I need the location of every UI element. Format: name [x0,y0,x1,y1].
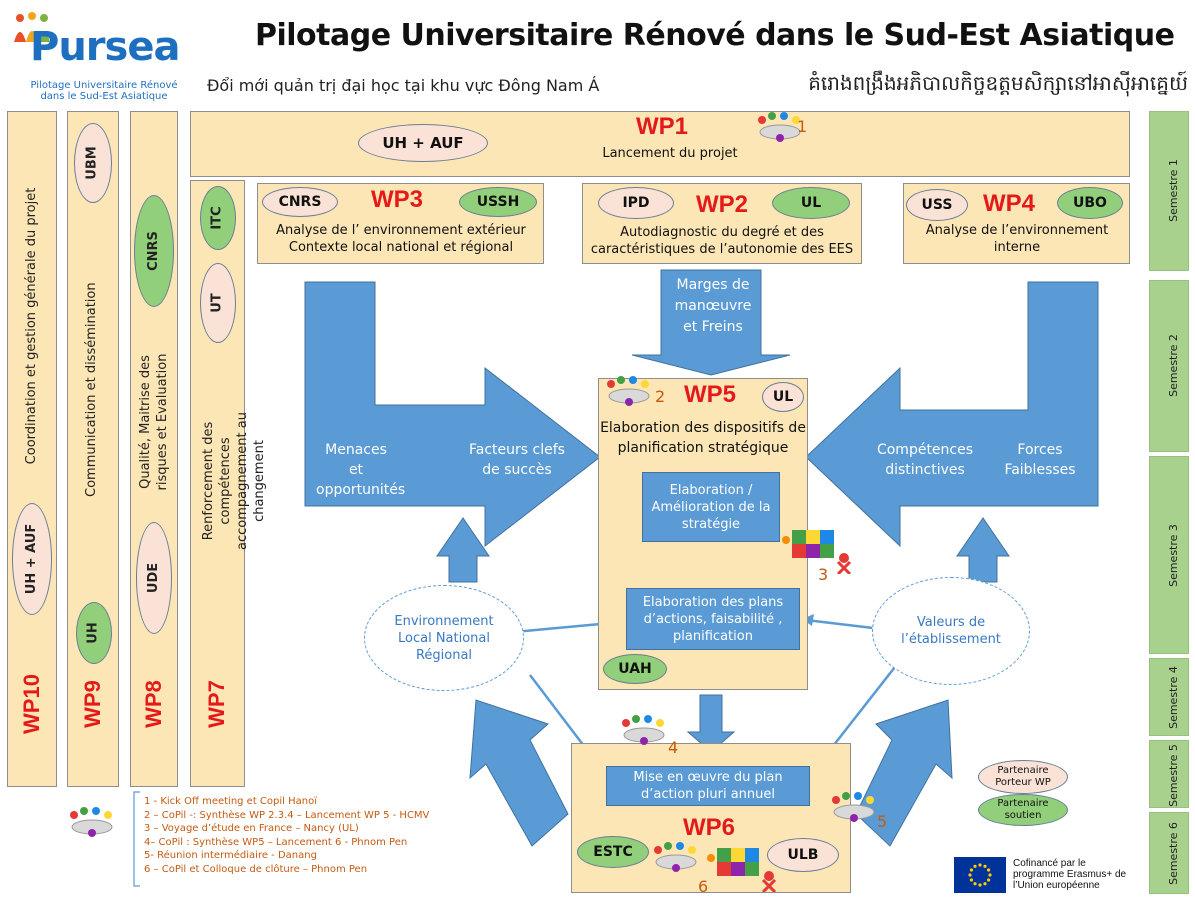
meeting-item: 4– CoPil : Synthèse WP5 – Lancement 6 - … [144,836,408,848]
puzzle-team-icon [707,848,777,892]
wp5-label: WP5 [684,381,737,408]
wp6-lead-pill: ULB [767,838,839,872]
wp5-strategy-box: Elaboration / Amélioration de la stratég… [642,472,780,542]
wp10-column [7,111,57,787]
step-1-number: 1 [797,117,808,136]
step-6-number: 6 [698,877,709,896]
wp6-label: WP6 [683,814,736,841]
logo-figures-icon [14,12,50,42]
meeting-item: 1 - Kick Off meeting et Copil Hanoï [144,796,317,807]
wp9-partner-ubm: UBM [74,123,112,203]
step-4-number: 4 [668,738,679,757]
meeting-item: 2 – CoPil -: Synthèse WP 2.3.4 – Lanceme… [144,809,430,821]
step-5-number: 5 [877,812,888,831]
wp1-partner-pill: UH + AUF [358,124,488,162]
wp4-label: WP4 [983,190,1036,217]
semester-bar-3: Semestre 3 [1149,456,1189,654]
arrow-right-label-a: Compétences distinctives [876,442,974,478]
wp3-lead-pill: CNRS [262,187,338,217]
wp6-implementation-box: Mise en œuvre du plan d’action pluri ann… [606,766,810,806]
wp5-support-pill: UAH [603,654,667,684]
meeting-list: 1 - Kick Off meeting et Copil Hanoï 2 – … [144,795,429,876]
erasmus-text: Cofinancé par le programme Erasmus+ de l… [1013,858,1127,891]
arrow-right-label-b: Forces Faiblesses [1004,442,1076,478]
wp2-lead-pill: IPD [598,187,674,219]
meeting-people-icon [70,807,113,837]
semester-bar-4: Semestre 4 [1149,658,1189,736]
wp1-label: WP1 [636,113,689,140]
semester-bar-2: Semestre 2 [1149,280,1189,452]
meeting-people-icon [654,842,697,872]
wp10-partner-pill: UH + AUF [12,503,52,615]
meeting-people-icon [758,112,801,142]
wp4-desc: Analyse de l’environnement interne [925,223,1109,255]
step-2-number: 2 [655,387,666,406]
wp9-partner-uh: UH [76,602,112,664]
subtitle-vietnamese: Đổi mới quản trị đại học tại khu vực Đôn… [207,76,600,95]
wp5-lead-pill: UL [762,382,804,412]
logo-name: Pursea [30,24,180,70]
wp5-action-plan-box: Elaboration des plans d’actions, faisabi… [626,588,800,650]
meeting-people-icon [832,792,875,822]
wp8-partner-cnrs: CNRS [134,195,174,307]
legend-lead-pill: Partenaire Porteur WP [978,760,1068,794]
arrow-left-label-a: Menaces et opportunités [316,442,406,498]
arrow-left-label-b: Facteurs clefs de succès [469,442,565,478]
wp2-label: WP2 [696,191,749,218]
meeting-people-icon [607,376,650,406]
wp4-support-pill: UBO [1057,187,1123,219]
values-ellipse: Valeurs de l’établissement [872,577,1030,685]
wp3-label: WP3 [371,186,424,213]
wp2-desc: Autodiagnostic du degré et des caractéri… [590,225,854,257]
meeting-item: 3 – Voyage d’étude en France – Nancy (UL… [144,823,359,834]
wp1-box [190,111,1130,177]
wp3-support-pill: USSH [459,187,537,217]
pursea-logo [8,8,188,108]
eu-flag-icon [954,857,1006,893]
environment-ellipse: Environnement Local National Régional [364,585,524,691]
wp2-support-pill: UL [772,187,850,219]
semester-bar-5: Semestre 5 [1149,740,1189,808]
page-title: Pilotage Universitaire Rénové dans le Su… [255,18,1175,53]
wp9-column [67,111,119,787]
logo-tagline: Pilotage Universitaire Rénové dans le Su… [30,80,178,102]
subtitle-khmer: គំរោងពង្រឹងអភិបាលកិច្ចឧត្តមសិក្សានៅអាស៊ី… [808,71,1188,95]
legend-support-pill: Partenaire soutien [978,794,1068,826]
step-3-number: 3 [818,565,829,584]
semester-bar-1: Semestre 1 [1149,111,1189,271]
puzzle-team-icon [782,530,852,574]
semester-bar-6: Semestre 6 [1149,812,1189,894]
wp8-partner-ude: UDE [136,522,172,634]
meeting-item: 6 – CoPil et Colloque de clôture – Phnom… [144,863,368,875]
wp7-partner-itc: ITC [200,186,236,250]
wp7-partner-ut: UT [200,263,236,343]
wp4-lead-pill: USS [906,189,968,221]
wp6-support-pill: ESTC [577,836,649,868]
wp1-desc: Lancement du projet [602,146,738,161]
wp3-desc: Analyse de l’ environnement extérieur Co… [276,223,526,255]
meeting-people-icon [622,715,665,745]
arrow-top-label: Marges de manœuvre et Freins [674,277,752,335]
wp5-desc: Elaboration des dispositifs de planifica… [600,420,806,456]
meeting-item: 5- Réunion intermédiaire - Danang [144,850,317,861]
